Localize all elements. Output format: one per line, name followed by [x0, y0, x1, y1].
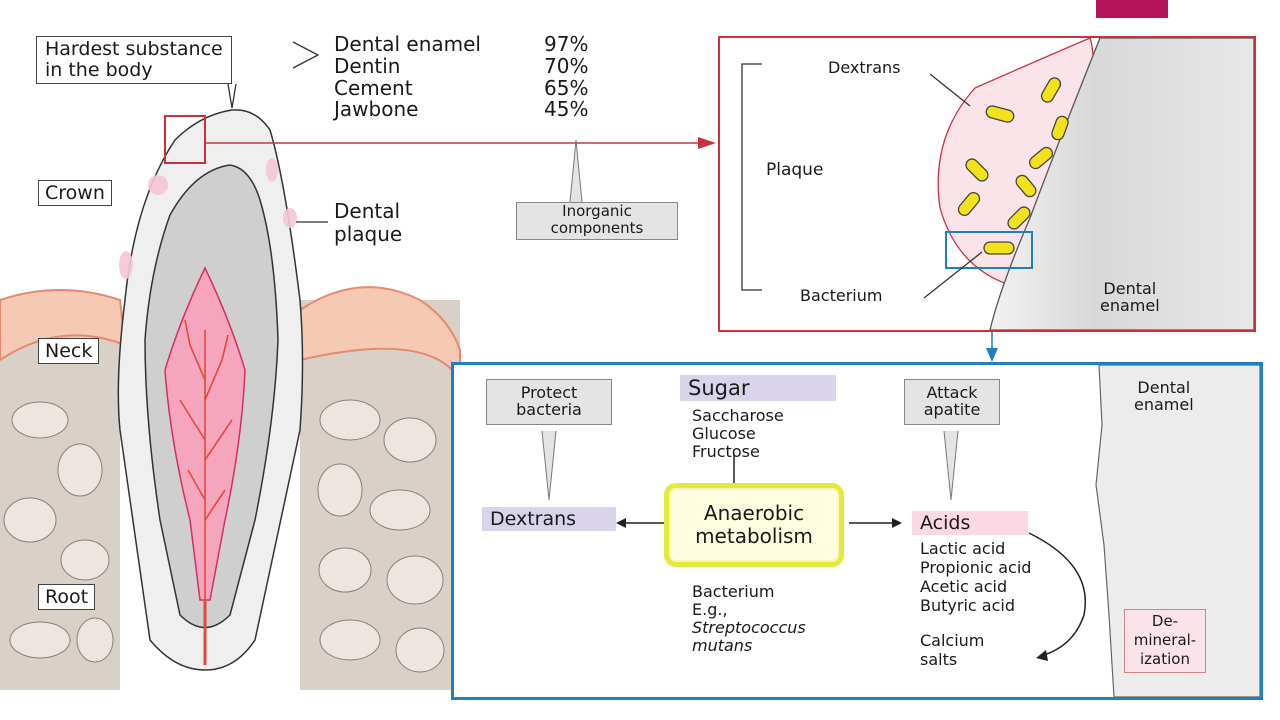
inorganic-line-2: components [550, 219, 644, 237]
metabolism-line-2: metabolism [695, 524, 813, 548]
bacteria [957, 77, 1069, 255]
bacterium-line-1: Bacterium [692, 582, 775, 601]
pulp-nerves [179, 319, 233, 600]
hardness-value: 45% [544, 97, 589, 121]
plaque-label: Plaque [766, 160, 824, 180]
calcium-curve-arrow [1028, 532, 1086, 656]
callout-brace [292, 41, 320, 69]
anaerobic-metabolism-box: Anaerobic metabolism [664, 483, 844, 567]
acid-item: Acetic acid [920, 577, 1008, 596]
demin-line-2: mineral- [1133, 631, 1197, 649]
enamel-zoom-marker [164, 115, 206, 164]
dextrans-box: Dextrans [482, 507, 616, 531]
crown-label: Crown [38, 180, 112, 206]
neck-label: Neck [38, 338, 100, 364]
dextrans-pointer [929, 73, 971, 107]
hardest-substance-callout: Hardest substance in the body [36, 36, 232, 84]
calcium-line-1: Calcium [920, 631, 985, 650]
calcium-line-2: salts [920, 650, 958, 669]
enamel-line-2: enamel [1134, 395, 1194, 414]
acid-item: Propionic acid [920, 558, 1032, 577]
enamel-line-1: Dental [1137, 378, 1191, 397]
zoom-arrowhead-red [698, 137, 716, 149]
enamel-line-2: enamel [1100, 296, 1160, 315]
metabolism-line-1: Anaerobic [703, 501, 805, 525]
dextrans-label: Dextrans [828, 58, 901, 77]
attack-line-2: apatite [923, 400, 981, 419]
slide-accent-bar [1096, 0, 1168, 18]
calcium-salts-label: Calcium salts [920, 631, 984, 669]
gum-right [299, 286, 461, 384]
callout-line-1: Hardest substance [45, 38, 223, 60]
demineralization-label: De- mineral- ization [1124, 609, 1206, 673]
protect-spike [541, 430, 557, 501]
inorganic-components-label: Inorganic components [516, 202, 678, 240]
demin-line-3: ization [1140, 650, 1190, 668]
sugar-list: Saccharose Glucose Fructose [692, 407, 784, 461]
hardness-value: 65% [544, 76, 589, 100]
callout-line-2: in the body [45, 59, 153, 81]
hardness-value: 97% [544, 32, 589, 56]
plaque-bracket [741, 63, 762, 291]
acid-list: Lactic acid Propionic acid Acetic acid B… [920, 539, 1031, 615]
plaque-detail-illustration [741, 38, 1254, 330]
acid-item: Butyric acid [920, 596, 1015, 615]
attack-apatite-label: Attack apatite [904, 379, 1000, 425]
bacterium-example: Bacterium E.g., Streptococcus mutans [692, 583, 806, 655]
hardness-name: Dental enamel [334, 32, 481, 56]
protect-line-1: Protect [520, 383, 578, 402]
dental-plaque-label: Dental plaque [334, 200, 402, 246]
callout-pointer [227, 83, 237, 109]
dental-enamel-label-1: Dental enamel [1100, 280, 1160, 314]
sugar-item: Saccharose [692, 406, 784, 425]
attack-line-1: Attack [926, 383, 978, 402]
bacterium-pointer [923, 251, 983, 299]
inorganic-spike [569, 139, 583, 203]
enamel-line-1: Dental [1103, 279, 1157, 298]
hardness-name: Dentin [334, 54, 401, 78]
bacterium-line-2: E.g., [692, 600, 728, 619]
bacterium-species-2: mutans [692, 636, 753, 655]
zoom-panel-plaque: Dextrans Plaque Bacterium Dental enamel [718, 36, 1256, 332]
zoom-panel-metabolism: Protect bacteria Sugar Saccharose Glucos… [451, 362, 1263, 700]
plaque-line-2: plaque [334, 222, 403, 246]
hardness-name: Jawbone [334, 97, 419, 121]
acids-box: Acids [912, 511, 1028, 535]
inorganic-line-1: Inorganic [562, 202, 632, 220]
sugar-label: Sugar [680, 375, 836, 401]
protect-bacteria-label: Protect bacteria [486, 379, 612, 425]
enamel-surface [989, 38, 1254, 330]
zoom-arrowhead-blue [986, 348, 998, 362]
bone-cells [3, 399, 445, 673]
demin-line-1: De- [1151, 612, 1179, 630]
attack-spike [943, 430, 959, 501]
root-label: Root [38, 584, 96, 610]
bacterium-species-1: Streptococcus [692, 618, 806, 637]
plaque-line-1: Dental [334, 199, 401, 223]
sugar-item: Glucose [692, 424, 756, 443]
sugar-item: Fructose [692, 442, 760, 461]
hardness-name: Cement [334, 76, 413, 100]
plaque-spots [119, 158, 297, 279]
hardness-value: 70% [544, 54, 589, 78]
acid-item: Lactic acid [920, 539, 1006, 558]
protect-line-2: bacteria [516, 400, 582, 419]
dental-enamel-label-2: Dental enamel [1134, 379, 1194, 413]
bacterium-zoom-marker [945, 231, 1033, 269]
bacterium-label: Bacterium [800, 286, 883, 305]
